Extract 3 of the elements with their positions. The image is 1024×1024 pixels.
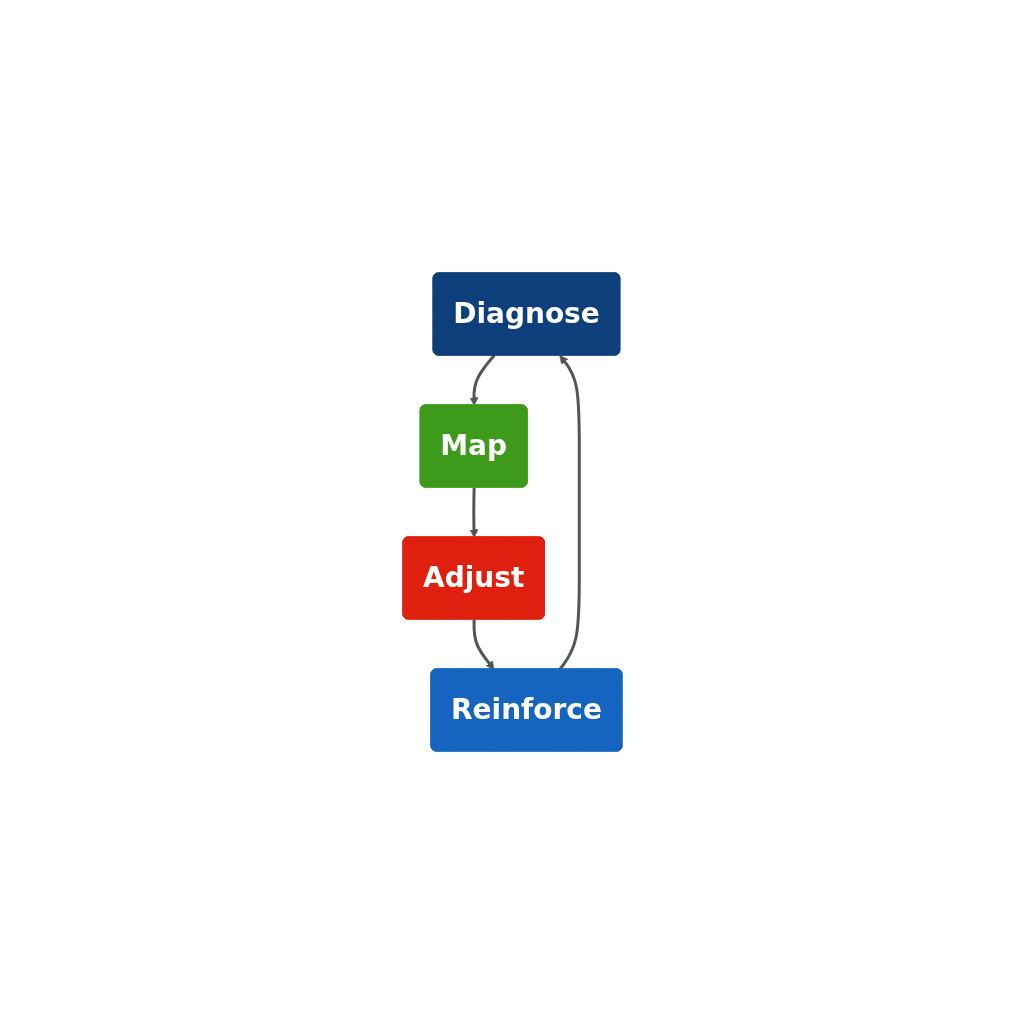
- arrow: [469, 354, 495, 406]
- arrow: [472, 619, 495, 670]
- arrow: [469, 487, 478, 538]
